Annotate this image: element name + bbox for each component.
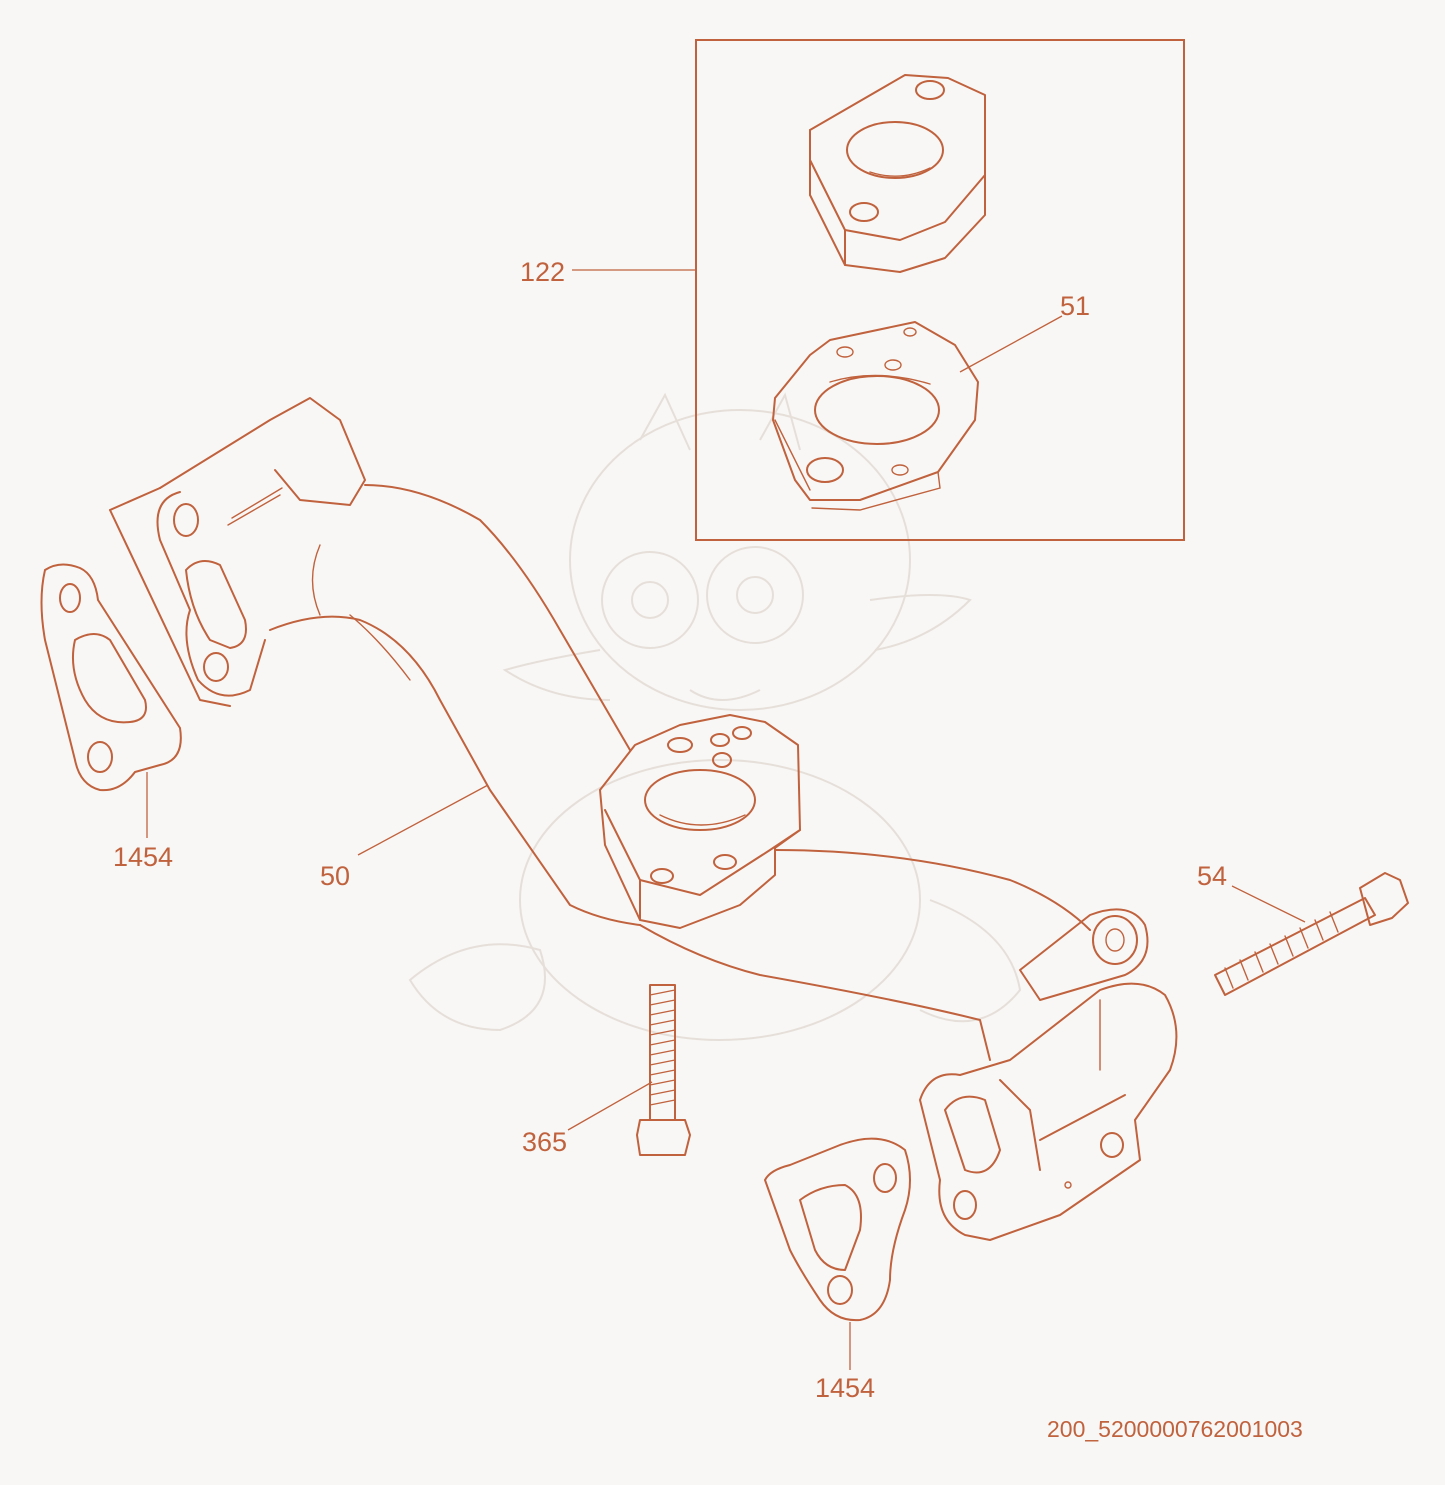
callout-51: 51	[1060, 291, 1090, 321]
callout-365: 365	[522, 1127, 567, 1157]
gasket-left[interactable]	[40, 563, 182, 792]
callout-122: 122	[520, 257, 565, 287]
bolt-short[interactable]	[636, 984, 691, 1156]
callout-1454-left: 1454	[113, 842, 173, 872]
watermark-figure	[408, 392, 1022, 1041]
callout-1454-right: 1454	[815, 1373, 875, 1403]
kit-frame	[695, 39, 1185, 541]
spacer-block[interactable]	[809, 74, 986, 273]
leader-lines	[146, 269, 1306, 1370]
manifold[interactable]	[109, 397, 1178, 1241]
leader-365	[567, 1081, 653, 1131]
callout-54: 54	[1197, 861, 1227, 891]
flange-gasket[interactable]	[772, 321, 979, 511]
document-id: 200_5200000762001003	[1047, 1416, 1303, 1442]
leader-50	[357, 784, 489, 856]
callout-50: 50	[320, 861, 350, 891]
gasket-right[interactable]	[764, 1137, 911, 1322]
leader-54	[1231, 885, 1306, 923]
leader-51	[959, 315, 1063, 373]
bolt-long[interactable]	[1214, 872, 1409, 996]
